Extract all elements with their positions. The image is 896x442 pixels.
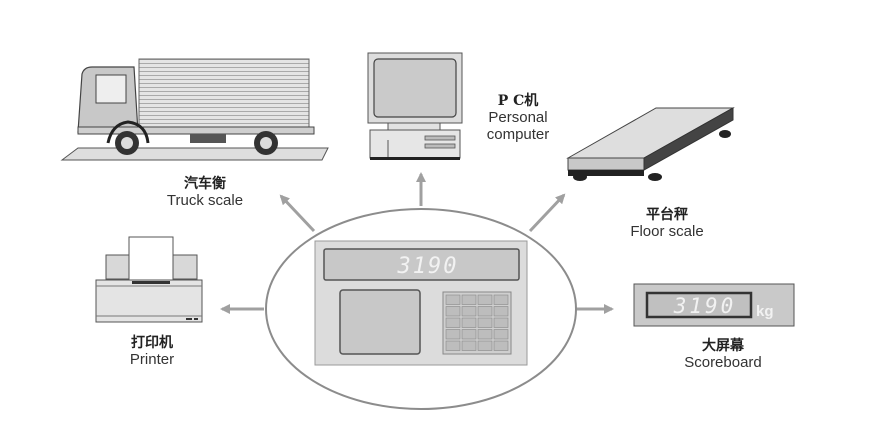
floor-scale-en: Floor scale	[630, 223, 704, 241]
printer-label: 打印机 Printer	[102, 335, 202, 368]
keypad-key	[477, 329, 493, 340]
arrow-to-floor-scale	[528, 193, 566, 233]
keypad-key	[445, 294, 461, 305]
keypad-key	[477, 317, 493, 328]
scoreboard-cn: 大屏幕	[702, 338, 744, 354]
keypad-key	[461, 317, 477, 328]
truck-scale-cn: 汽车衡	[184, 176, 226, 192]
indicator-lcd	[323, 248, 520, 281]
scoreboard-unit: kg	[756, 303, 774, 320]
weighing-indicator: 3190	[265, 208, 577, 410]
keypad-key	[445, 317, 461, 328]
indicator-screen	[339, 289, 421, 355]
arrows	[220, 172, 614, 314]
keypad-key	[493, 317, 509, 328]
keypad-key	[461, 306, 477, 317]
keypad-key	[445, 340, 461, 351]
keypad-key	[493, 306, 509, 317]
printer-illustration	[95, 236, 203, 323]
printer-cn: 打印机	[131, 335, 173, 351]
scoreboard-label: 大屏幕 Scoreboard	[668, 338, 778, 371]
keypad-key	[493, 340, 509, 351]
floor-scale-label: 平台秤 Floor scale	[612, 207, 722, 240]
indicator-display-value: 3190	[397, 254, 459, 279]
scoreboard-illustration: 3190 kg	[633, 283, 795, 327]
keypad-key	[445, 329, 461, 340]
arrow-to-truck-scale	[279, 194, 316, 233]
printer-en: Printer	[129, 351, 175, 369]
keypad-key	[461, 294, 477, 305]
truck-scale-en: Truck scale	[166, 192, 244, 210]
keypad-key	[477, 340, 493, 351]
keypad-key	[493, 329, 509, 340]
floor-scale-cn: 平台秤	[646, 207, 688, 223]
floor-scale-illustration	[566, 107, 735, 181]
keypad-key	[493, 294, 509, 305]
scoreboard-display-value: 3190	[673, 294, 737, 318]
keypad-key	[445, 306, 461, 317]
pc-en-line2: computer	[486, 126, 550, 144]
pc-cn: P C机	[497, 93, 539, 109]
pc-illustration	[367, 52, 463, 160]
keypad-key	[477, 306, 493, 317]
indicator-keypad	[442, 291, 512, 355]
keypad-key	[461, 329, 477, 340]
pc-en-line1: Personal	[488, 109, 548, 127]
scoreboard-en: Scoreboard	[684, 354, 762, 372]
truck-scale-label: 汽车衡 Truck scale	[150, 176, 260, 209]
truck-scale-illustration	[60, 58, 329, 161]
keypad-key	[461, 340, 477, 351]
keypad-key	[477, 294, 493, 305]
pc-label: P C机 Personal computer	[468, 93, 568, 144]
